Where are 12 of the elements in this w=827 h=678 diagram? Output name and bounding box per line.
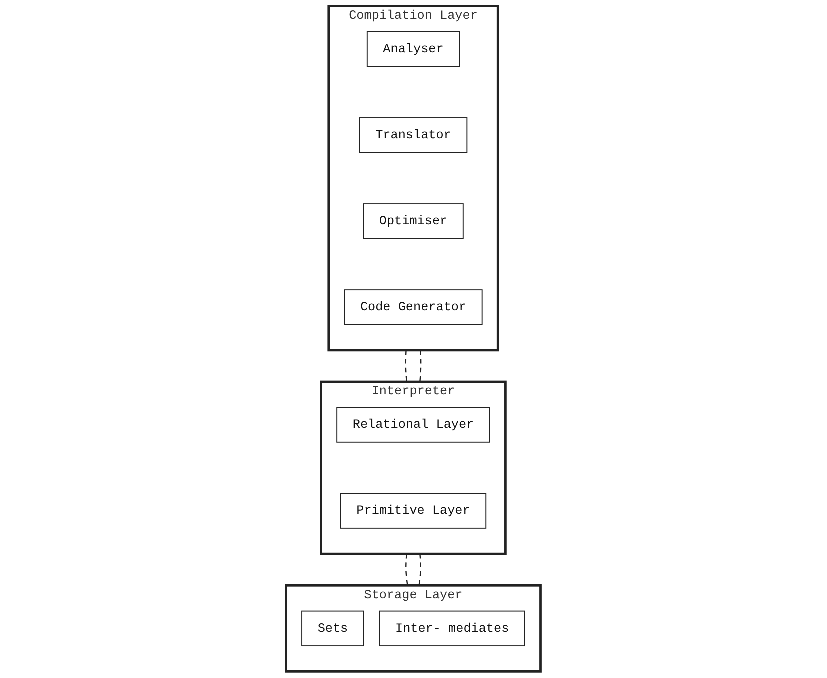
node-box: Primitive Layer [340,493,487,529]
connector [405,350,408,382]
connector [406,554,408,586]
node-box: Relational Layer [336,407,490,443]
connector [420,350,422,382]
node-box: Inter- mediates [379,610,526,646]
node-box: Optimiser [363,204,464,240]
connector [418,554,422,586]
node-box: Analyser [366,32,460,68]
node-box: Sets [302,610,364,646]
node-box: Translator [359,118,468,154]
node-box: Code Generator [344,290,483,326]
